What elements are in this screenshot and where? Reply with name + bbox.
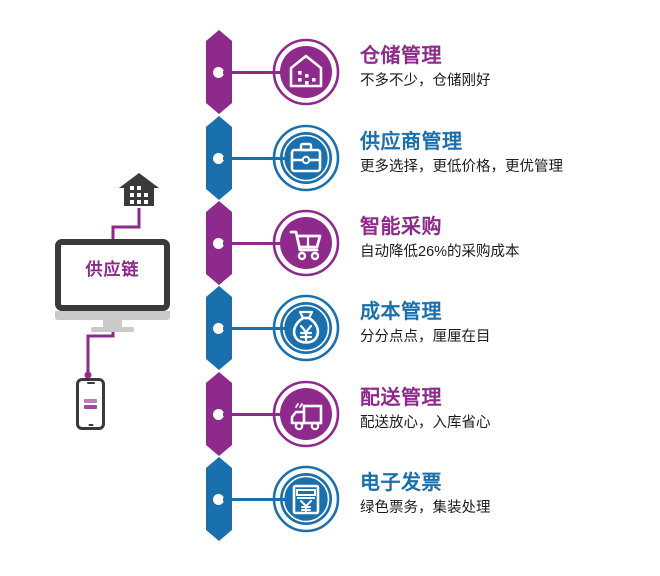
phone-screen-text-block-2 — [84, 404, 97, 409]
monitor-foot — [91, 327, 134, 332]
feature-title-warehouse: 仓储管理 — [360, 45, 442, 67]
timeline-node-dot — [213, 152, 224, 164]
money-bag-icon[interactable] — [272, 294, 340, 362]
monitor-neck — [103, 320, 122, 327]
timeline-node-dot — [213, 493, 224, 505]
feature-row-cost[interactable]: 成本管理 分分点点，厘厘在目 — [272, 294, 660, 380]
feature-subtitle-cost: 分分点点，厘厘在目 — [360, 329, 491, 345]
connector-line-delivery — [223, 412, 285, 416]
invoice-icon[interactable] — [272, 465, 340, 533]
feature-row-invoice[interactable]: 电子发票 绿色票务，集装处理 — [272, 465, 660, 551]
feature-subtitle-delivery: 配送放心，入库省心 — [360, 415, 491, 431]
feature-title-procurement: 智能采购 — [360, 216, 442, 238]
phone-home-button — [88, 424, 93, 426]
supply-chain-illustration: 供应链 — [0, 160, 210, 460]
phone-screen — [81, 387, 100, 420]
feature-row-delivery[interactable]: 配送管理 配送放心，入库省心 — [272, 380, 660, 466]
briefcase-icon[interactable] — [272, 124, 340, 192]
mobile-phone-icon — [76, 378, 105, 430]
monitor-screen-label: 供应链 — [85, 260, 140, 279]
feature-text-delivery: 配送管理 配送放心，入库省心 — [360, 386, 660, 433]
phone-speaker — [86, 382, 95, 384]
timeline-node-dot — [213, 408, 224, 420]
feature-subtitle-supplier: 更多选择，更低价格，更优管理 — [360, 159, 563, 175]
phone-screen-text-block-1 — [84, 398, 97, 403]
timeline-column — [206, 0, 236, 576]
monitor-frame — [55, 239, 170, 311]
feature-text-cost: 成本管理 分分点点，厘厘在目 — [360, 300, 660, 347]
feature-row-warehouse[interactable]: 仓储管理 不多不少，仓储刚好 — [272, 38, 660, 124]
feature-subtitle-invoice: 绿色票务，集装处理 — [360, 500, 491, 516]
connector-line-supplier — [223, 156, 285, 160]
connector-line-invoice — [223, 497, 285, 501]
feature-row-procurement[interactable]: 智能采购 自动降低26%的采购成本 — [272, 209, 660, 295]
feature-title-invoice: 电子发票 — [360, 472, 442, 494]
connector-line-warehouse — [223, 70, 285, 74]
feature-text-procurement: 智能采购 自动降低26%的采购成本 — [360, 215, 660, 262]
warehouse-icon[interactable] — [272, 38, 340, 106]
feature-title-cost: 成本管理 — [360, 301, 442, 323]
feature-text-invoice: 电子发票 绿色票务，集装处理 — [360, 471, 660, 518]
timeline-node-dot — [213, 66, 224, 78]
connector-line-procurement — [223, 241, 285, 245]
monitor-base-bar — [55, 311, 170, 320]
feature-subtitle-warehouse: 不多不少，仓储刚好 — [360, 73, 491, 89]
feature-title-supplier: 供应商管理 — [360, 131, 463, 153]
feature-text-supplier: 供应商管理 更多选择，更低价格，更优管理 — [360, 130, 660, 177]
warehouse-house-icon — [118, 172, 160, 208]
feature-title-delivery: 配送管理 — [360, 387, 442, 409]
feature-subtitle-procurement: 自动降低26%的采购成本 — [360, 244, 520, 260]
timeline-node-dot — [213, 322, 224, 334]
feature-row-supplier[interactable]: 供应商管理 更多选择，更低价格，更优管理 — [272, 124, 660, 210]
timeline-node-dot — [213, 237, 224, 249]
desktop-monitor-icon: 供应链 — [55, 239, 170, 332]
feature-text-warehouse: 仓储管理 不多不少，仓储刚好 — [360, 44, 660, 91]
connector-line-cost — [223, 326, 285, 330]
